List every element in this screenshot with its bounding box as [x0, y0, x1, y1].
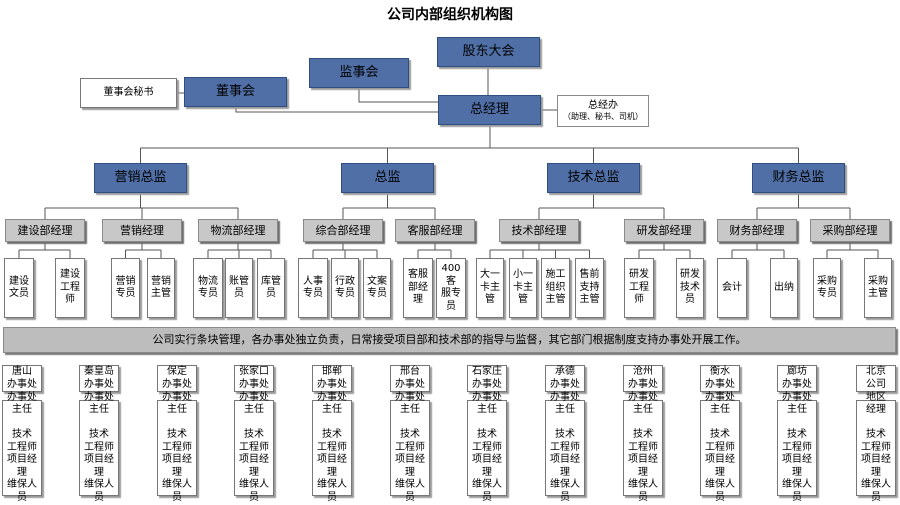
office-box-9: 沧州办事处 [623, 365, 663, 392]
office-box-7: 石家庄办事处 [467, 365, 507, 392]
office-box-8: 承德办事处 [545, 365, 585, 392]
manager-box-7: 研发部经理 [624, 219, 704, 242]
director-box-2: 总监 [341, 163, 434, 193]
staff-box-8: 人事专员 [298, 258, 328, 318]
director-box-3: 技术总监 [547, 163, 640, 193]
gm-office-title: 总经办 [588, 99, 618, 111]
office-staff-box-10: 办事处主任 技术工程师项目经理维保人员 [700, 392, 740, 503]
manager-box-4: 综合部经理 [303, 219, 383, 242]
office-staff-box-12: 地区经理 技术工程师项目经理维保人员 [856, 392, 896, 503]
staff-box-21: 采购专员 [813, 258, 841, 318]
office-staff-box-11: 办事处主任 技术工程师项目经理维保人员 [777, 392, 817, 503]
staff-box-3: 营销专员 [111, 258, 140, 318]
board-of-directors-box: 董事会 [184, 77, 287, 107]
chart-title: 公司内部组织机构图 [387, 7, 513, 23]
office-box-4: 张家口办事处 [234, 365, 274, 392]
staff-box-10: 文案专员 [363, 258, 391, 318]
staff-box-14: 小一卡主管 [509, 258, 537, 318]
board-to-gm-line [235, 107, 438, 113]
staff-box-19: 会计 [717, 258, 747, 318]
office-box-12: 北京公司 [856, 365, 896, 392]
office-box-2: 秦皇岛办事处 [79, 365, 119, 392]
office-box-3: 保定办事处 [157, 365, 197, 392]
office-staff-box-7: 办事处主任 技术工程师项目经理维保人员 [467, 392, 507, 503]
staff-box-6: 账管员 [225, 258, 253, 318]
policy-banner: 公司实行条块管理，各办事处独立负责，日常接受项目部和技术部的指导与监督，其它部门… [3, 327, 896, 353]
office-staff-box-1: 办事处主任 技术工程师项目经理维保人员 [2, 392, 42, 503]
office-staff-box-5: 办事处主任 技术工程师项目经理维保人员 [312, 392, 352, 503]
manager-box-8: 财务部经理 [717, 219, 797, 242]
staff-box-18: 研发技术员 [676, 258, 704, 318]
staff-box-13: 大一卡主管 [476, 258, 504, 318]
staff-box-9: 行政专员 [331, 258, 359, 318]
shareholders-meeting-box: 股东大会 [437, 37, 540, 67]
office-box-10: 衡水办事处 [700, 365, 740, 392]
gm-office-box: 总经办（助理、秘书、司机） [557, 95, 649, 127]
gm-office-subtitle: （助理、秘书、司机） [563, 112, 643, 122]
office-box-11: 廊坊办事处 [777, 365, 817, 392]
office-staff-box-8: 办事处主任 技术工程师项目经理维保人员 [545, 392, 585, 503]
staff-box-7: 库管员 [257, 258, 285, 318]
office-box-5: 邯郸办事处 [312, 365, 352, 392]
office-staff-box-2: 办事处主任 技术工程师项目经理维保人员 [79, 392, 119, 503]
staff-box-4: 营销主管 [147, 258, 175, 318]
manager-box-6: 技术部经理 [499, 219, 579, 242]
staff-box-11: 客服部经理 [403, 258, 433, 318]
staff-box-22: 采购主管 [864, 258, 892, 318]
board-secretary-box: 董事会秘书 [80, 78, 177, 108]
manager-box-3: 物流部经理 [198, 219, 278, 242]
supervisory-board-box: 监事会 [309, 58, 409, 88]
staff-box-15: 施工组织主管 [541, 258, 570, 318]
office-staff-box-6: 办事处主任 技术工程师项目经理维保人员 [390, 392, 430, 503]
staff-box-5: 物流专员 [193, 258, 223, 318]
staff-box-1: 建设文员 [4, 258, 34, 318]
manager-box-5: 客服部经理 [395, 219, 475, 242]
staff-box-2: 建设工程师 [55, 258, 85, 318]
office-staff-box-3: 办事处主任 技术工程师项目经理维保人员 [157, 392, 197, 503]
office-staff-box-9: 办事处主任 技术工程师项目经理维保人员 [623, 392, 663, 503]
director-box-4: 财务总监 [752, 163, 845, 193]
office-box-6: 邢台办事处 [390, 365, 430, 392]
manager-box-2: 营销经理 [102, 219, 182, 242]
general-manager-box: 总经理 [438, 95, 541, 125]
supervisors-connector [358, 88, 438, 103]
office-box-1: 唐山办事处 [2, 365, 42, 392]
staff-box-20: 出纳 [770, 258, 798, 318]
staff-box-12: 400客服专员 [436, 258, 466, 318]
staff-box-17: 研发工程师 [624, 258, 654, 318]
staff-box-16: 售前支持主管 [575, 258, 604, 318]
manager-box-1: 建设部经理 [5, 219, 85, 242]
office-staff-box-4: 办事处主任 技术工程师项目经理维保人员 [234, 392, 274, 503]
director-box-1: 营销总监 [94, 163, 187, 193]
manager-box-9: 采购部经理 [810, 219, 890, 242]
